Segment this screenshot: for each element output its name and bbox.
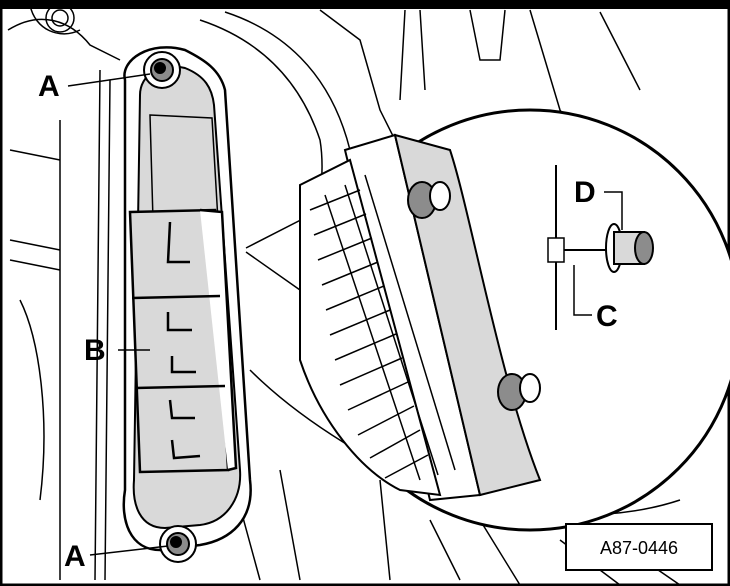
callout-b: B (84, 334, 106, 367)
detail-view (299, 108, 730, 532)
spreader-pin (605, 223, 654, 273)
callout-leaders (67, 73, 623, 556)
reference-code: A87-0446 (600, 538, 678, 558)
callout-a-bottom: A (64, 540, 86, 573)
mounting-stud-lower (497, 373, 541, 411)
callout-c: C (596, 300, 618, 333)
screw-bottom (159, 525, 197, 563)
top-strip (1, 1, 729, 9)
callout-a-top: A (38, 70, 60, 103)
clip-nut (547, 237, 565, 263)
electrical-connector (128, 208, 238, 474)
callout-d: D (574, 176, 596, 209)
mounting-stud-upper (407, 181, 451, 219)
reference-code-box (565, 523, 713, 571)
screw-top (143, 51, 181, 89)
